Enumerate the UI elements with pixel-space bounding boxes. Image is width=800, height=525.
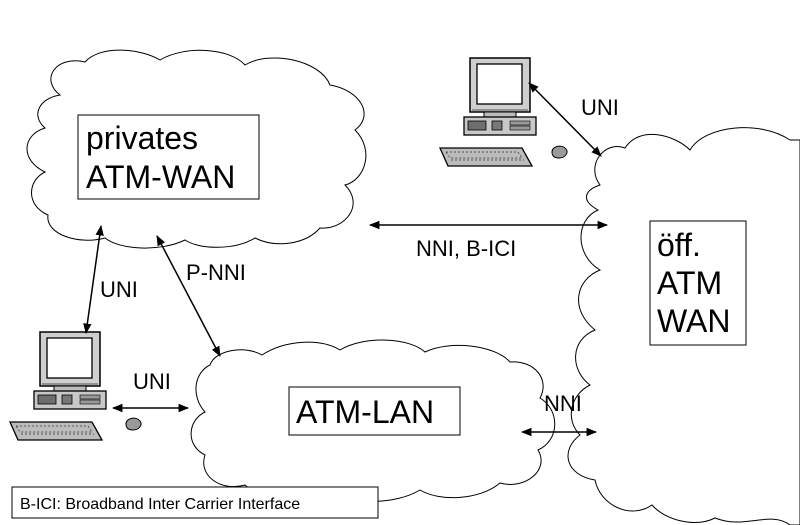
public-wan-label-box <box>649 220 747 346</box>
private-wan-label-line2: ATM-WAN <box>86 159 235 195</box>
nni-bici-label: NNI, B-ICI <box>416 236 516 261</box>
uni-bottom-label: UNI <box>133 369 171 394</box>
uni-left-label: UNI <box>100 277 138 302</box>
uni-top-arrow <box>528 82 602 157</box>
uni-left-arrow <box>83 224 104 335</box>
lan-label-box <box>288 386 461 436</box>
computer-icon <box>9 331 107 441</box>
pnni-arrow <box>156 235 221 357</box>
footnote-text: B-ICI: Broadband Inter Carrier Interface <box>20 496 300 513</box>
public-wan-label-line3: WAN <box>657 303 730 339</box>
uni-top-label: UNI <box>581 95 619 120</box>
pnni-label: P-NNI <box>186 260 246 285</box>
public-wan-label-line1: öff. <box>657 227 701 263</box>
mouse-icon <box>125 417 142 431</box>
computer-icon <box>439 57 537 167</box>
lan-label: ATM-LAN <box>296 394 434 430</box>
private-wan-label-box <box>77 114 260 200</box>
footnote-box <box>11 486 379 519</box>
private-wan-label-line1: privates <box>86 120 198 156</box>
mouse-icon <box>551 145 568 159</box>
public-wan-label-line2: ATM <box>657 265 722 301</box>
nni-lan-label: NNI <box>544 391 582 416</box>
